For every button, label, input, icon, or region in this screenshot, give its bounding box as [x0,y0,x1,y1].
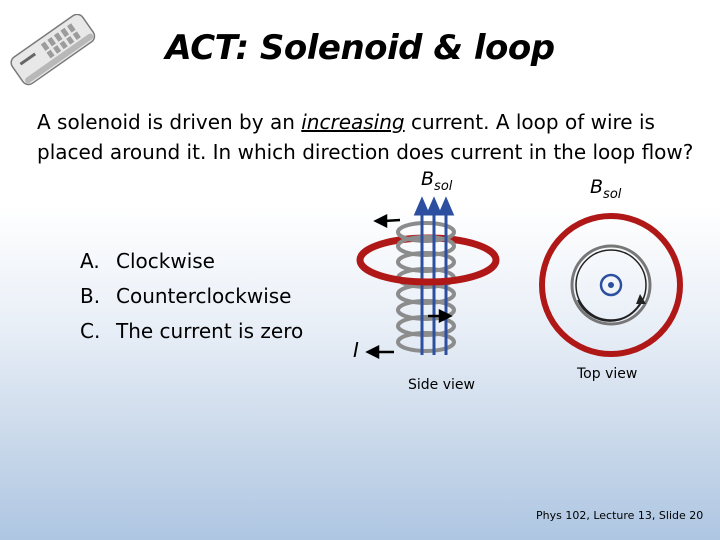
clicker-remote-icon [10,14,96,86]
answer-text: Counterclockwise [116,284,292,308]
bsol-label-top: Bsol [590,176,622,202]
field-out-of-page-icon [599,273,623,297]
answer-option-c[interactable]: C. The current is zero [80,314,303,349]
loop-front-arc [356,259,500,286]
answer-text: Clockwise [116,249,215,273]
answer-text: The current is zero [116,319,304,343]
question-part2: current. A loop of wire is placed around… [37,110,694,164]
question-part1: A solenoid is driven by an [37,110,302,134]
answer-letter: A. [80,249,100,273]
answer-letter: B. [80,284,101,308]
top-view-diagram [539,213,683,357]
current-arrows [365,213,453,360]
answer-letter: C. [80,319,101,343]
slide-title: ACT: Solenoid & loop [165,28,555,68]
field-lines [413,196,455,355]
slide-footer: Phys 102, Lecture 13, Slide 20 [536,509,704,522]
answer-option-b[interactable]: B. Counterclockwise [80,279,303,314]
answer-option-a[interactable]: A. Clockwise [80,244,303,279]
question-text: A solenoid is driven by an increasing cu… [37,107,697,167]
side-view-label: Side view [408,377,475,393]
bsol-label-side: Bsol [421,168,453,194]
question-emphasis: increasing [301,110,405,134]
current-label: I [353,338,359,362]
top-view-label: Top view [577,366,638,382]
answer-list: A. Clockwise B. Counterclockwise C. The cur… [80,244,303,349]
